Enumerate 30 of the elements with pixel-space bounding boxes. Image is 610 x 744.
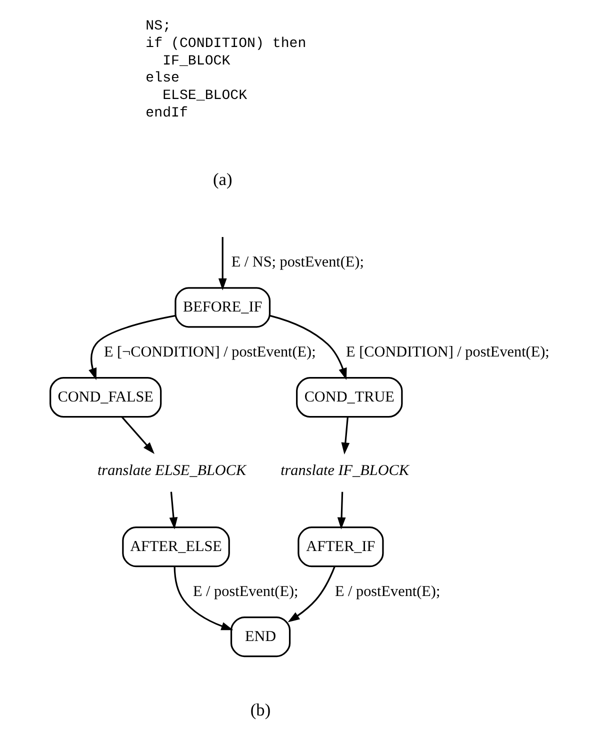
label: IF_BLOCK (162, 53, 230, 70)
node-box: COND_TRUE (296, 377, 402, 418)
arrow (168, 492, 178, 530)
arrow (287, 566, 335, 622)
label: else (145, 70, 179, 87)
arrow (120, 416, 154, 454)
label: if (CONDITION) then (145, 36, 306, 52)
label: (a) (212, 170, 232, 190)
arrow (173, 566, 233, 630)
node-text: translate IF_BLOCK (280, 462, 408, 479)
node-box: BEFORE_IF (174, 287, 270, 328)
edge-label: E / postEvent(E); (334, 582, 440, 600)
edge-label: E / NS; postEvent(E); (230, 253, 364, 270)
edge-label: E [CONDITION] / postEvent(E); (346, 343, 549, 360)
arrow (336, 492, 346, 530)
label: ELSE_BLOCK (162, 88, 247, 104)
label: endIf (145, 105, 188, 122)
node-text: translate ELSE_BLOCK (96, 462, 246, 479)
label: NS; (145, 18, 171, 35)
arrow (218, 237, 226, 290)
node-box: AFTER_IF (297, 526, 384, 568)
node-box: COND_FALSE (49, 377, 162, 418)
node-box: END (230, 616, 290, 658)
arrow (269, 314, 346, 380)
edge-label: E [¬CONDITION] / postEvent(E); (103, 343, 316, 360)
arrow (88, 314, 176, 380)
edge-label: E / postEvent(E); (192, 582, 298, 600)
node-box: AFTER_ELSE (122, 526, 230, 568)
label: (b) (250, 700, 270, 720)
arrow (340, 417, 350, 455)
